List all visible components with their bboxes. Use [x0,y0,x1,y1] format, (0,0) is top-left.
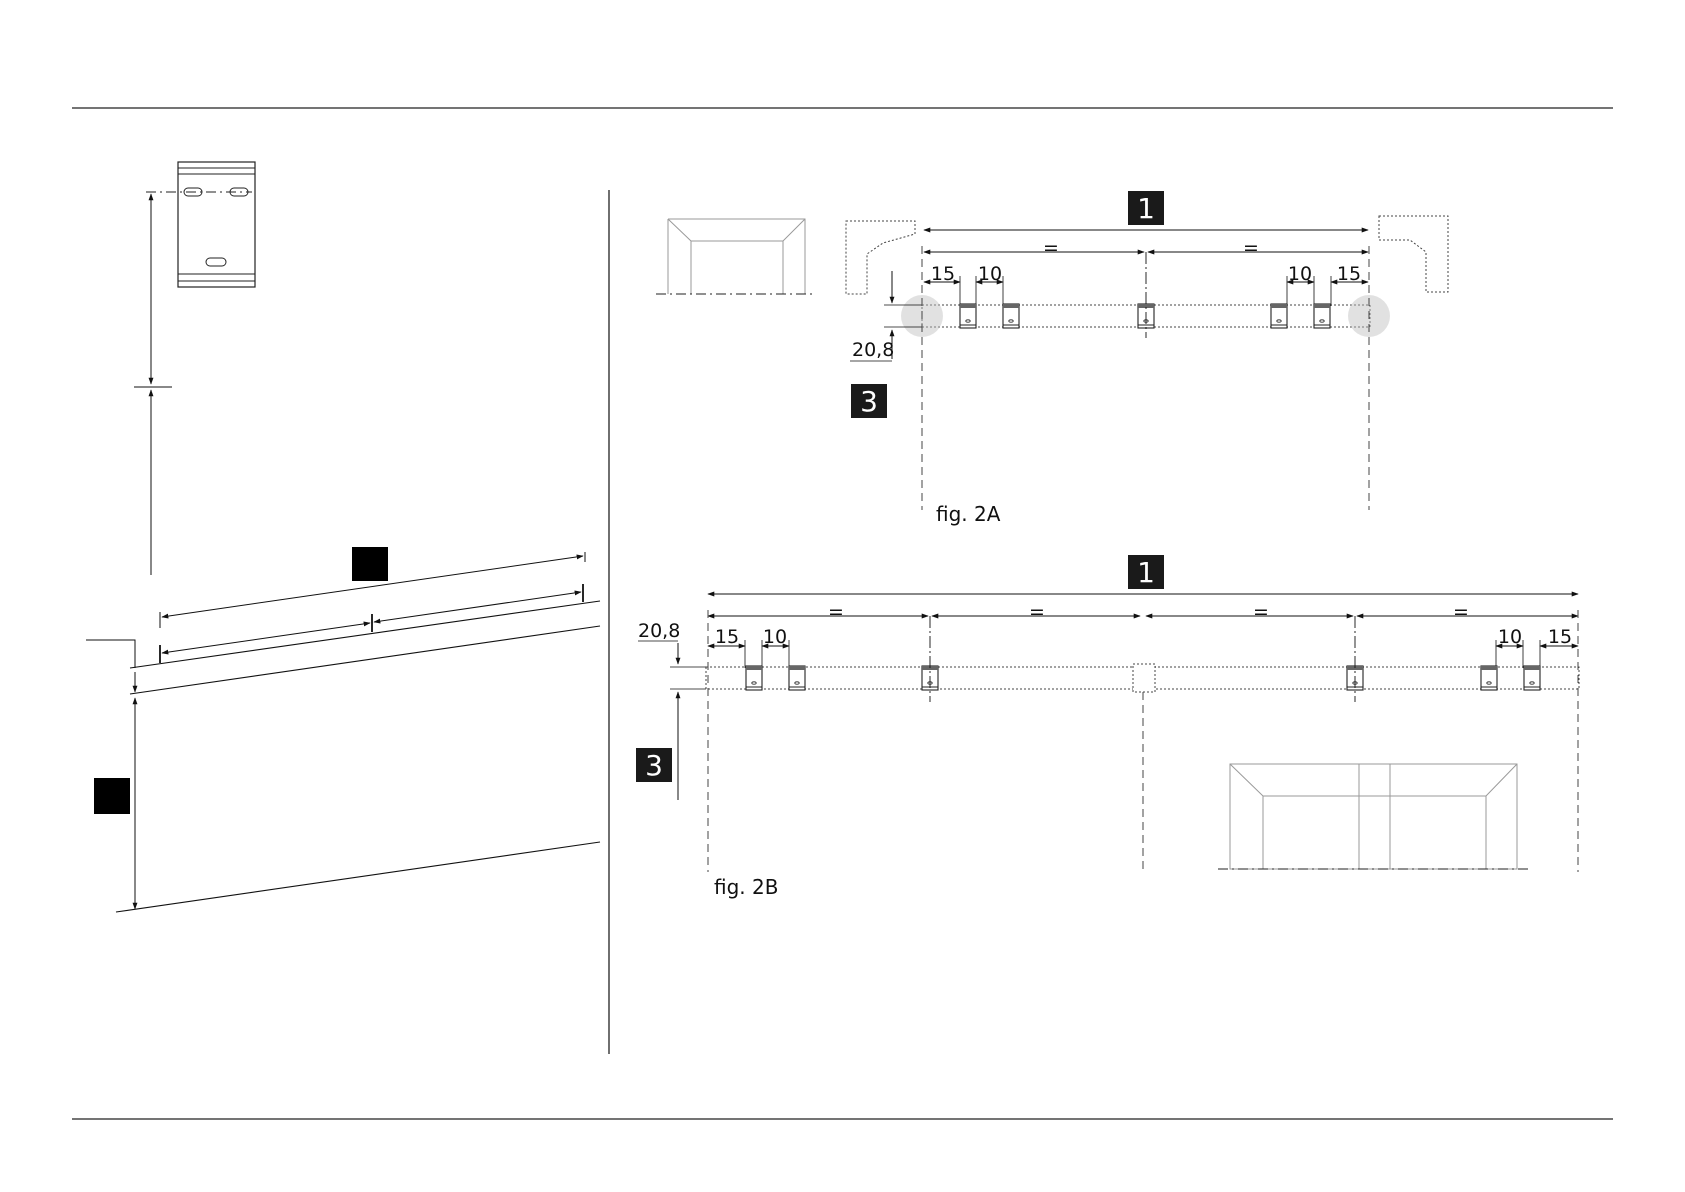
fig2a-dim-15-left: 15 [931,263,955,285]
fig2b-dim-15-left: 15 [715,626,739,648]
fig2b-eq-2: = [1029,601,1045,623]
ceiling-edge [86,640,135,668]
fig2a-window-sketch [656,219,814,294]
fig2b-dim-10-left: 10 [763,626,787,648]
fig2a-badge-3-label: 3 [860,385,878,418]
fig2b-window-sketch [1218,764,1530,869]
fig2a-badge-1-label: 1 [1137,192,1155,225]
fig2a-bracket-4 [1271,304,1287,328]
left-badge-lower [94,778,130,814]
fig2a-dim-height: 20,8 [852,339,894,361]
fig2b-bracket-2 [789,666,805,690]
fig2b-dim-10-right: 10 [1498,626,1522,648]
fig2a-dim-15-right: 15 [1337,263,1361,285]
figure-2a: 1 = = 15 10 10 15 [656,191,1448,526]
left-badge-upper [352,547,388,581]
fig2a-caption: fig. 2A [936,502,1001,526]
bracket-plate-detail [146,162,255,287]
fig2a-eq-right: = [1243,237,1259,259]
fig2b-dim-height: 20,8 [638,620,680,642]
fig2b-bracket-1 [746,666,762,690]
fig2a-bracket-1 [960,304,976,328]
fig2b-bracket-5 [1481,666,1497,690]
fig2a-dim-10-left: 10 [978,263,1002,285]
left-panel [86,162,600,912]
fig2a-dim-10-right: 10 [1288,263,1312,285]
fig2b-rail-joint [1133,664,1155,692]
fig2b-eq-1: = [828,601,844,623]
fig2a-bracket-2 [1003,304,1019,328]
fig2b-badge-3-label: 3 [645,749,663,782]
fig2b-dim-15-right: 15 [1548,626,1572,648]
figure-2b: 1 = = = = 15 10 10 15 [636,555,1579,899]
fig2a-bracket-5 [1314,304,1330,328]
fig2b-badge-1-label: 1 [1137,556,1155,589]
fig2b-eq-4: = [1453,601,1469,623]
fig2a-eq-left: = [1043,237,1059,259]
fig2b-caption: fig. 2B [714,875,778,899]
slope-dim-half-right [374,592,581,622]
fig2b-eq-3: = [1253,601,1269,623]
fig2b-bracket-6 [1524,666,1540,690]
